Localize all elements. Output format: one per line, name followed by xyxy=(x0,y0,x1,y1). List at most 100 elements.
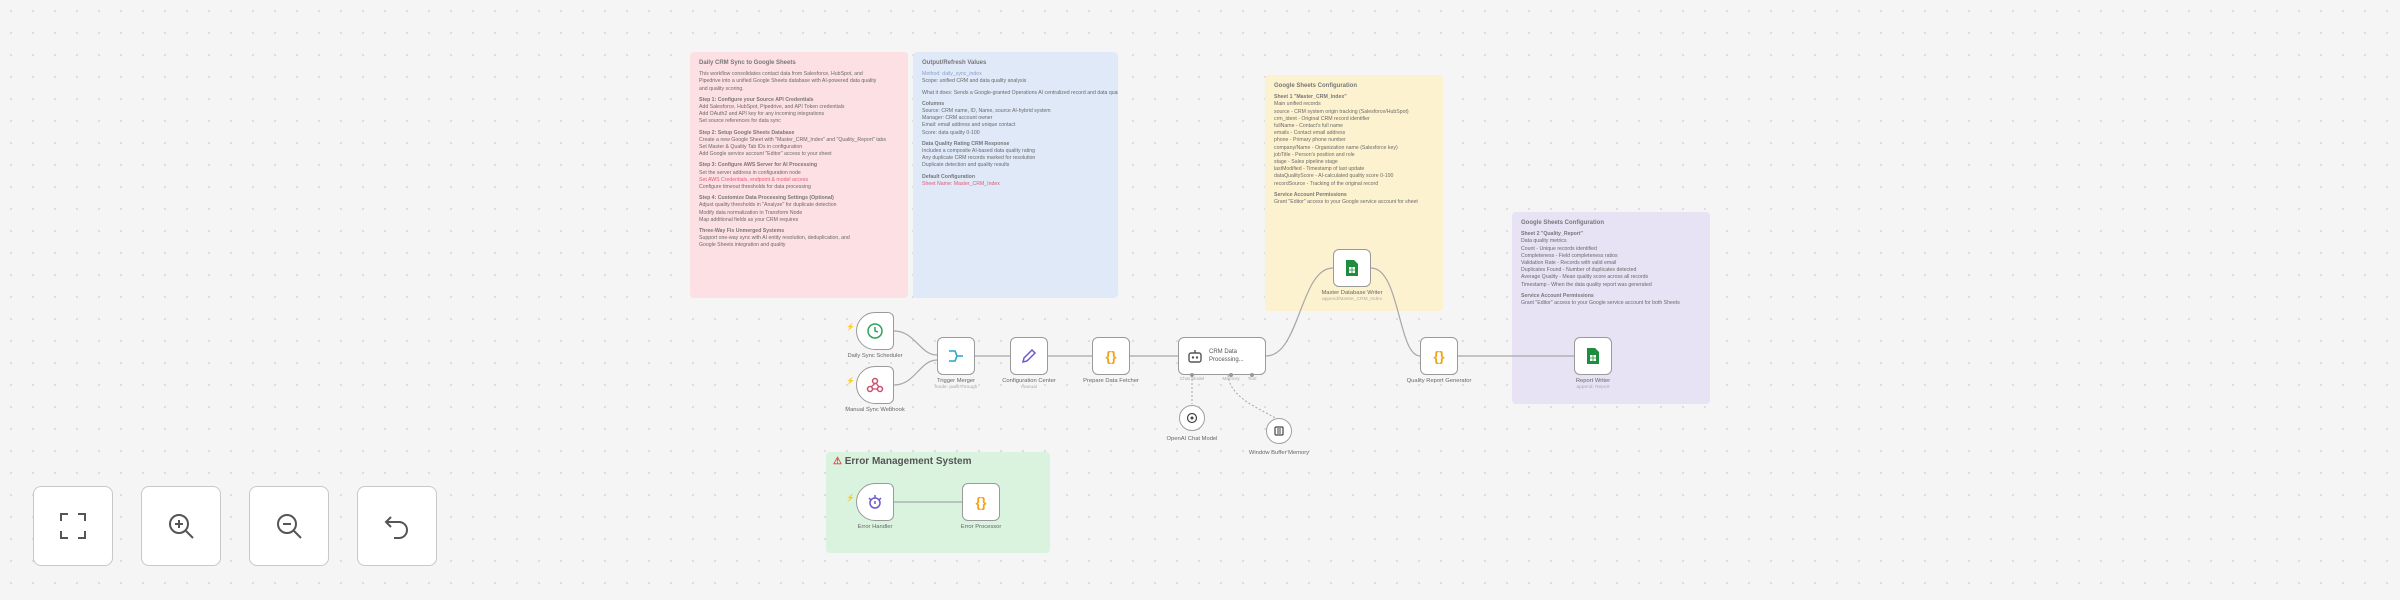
crm-agent-label: CRM Data xyxy=(1209,349,1238,355)
output-section-title: Columns xyxy=(922,100,945,107)
report-writer-label: Report Writer xyxy=(1575,378,1611,384)
quality-item: Timestamp - When the data quality report… xyxy=(1521,281,1652,288)
master-database-writer-label: Master Database Writer xyxy=(1321,290,1383,296)
master-item: lastModified - Timestamp of last update xyxy=(1274,166,1365,173)
master-item: jobTitle - Person's position and role xyxy=(1274,151,1355,158)
google-sheets-icon xyxy=(1587,348,1599,364)
error-icon: ⚠ xyxy=(833,456,842,467)
trigger-merger-sub: mode: passThrough xyxy=(934,385,978,390)
master-item: emails - Contact email address xyxy=(1274,130,1346,137)
quality-item: Completeness - Field completeness ratios xyxy=(1521,252,1618,259)
configuration-center-label: Configuration Center xyxy=(1002,378,1056,384)
overview-line: This workflow consolidates contact data … xyxy=(699,71,863,78)
quality-note-title: Google Sheets Configuration xyxy=(1521,220,1605,226)
quality-item: Average Quality - Mean quality score acr… xyxy=(1521,274,1649,281)
master-note-title: Google Sheets Configuration xyxy=(1274,83,1358,89)
window-buffer-memory-node[interactable] xyxy=(1266,418,1292,444)
agent-memory-port-label: Memory xyxy=(1222,377,1240,382)
error-handler-label: Error Handler xyxy=(857,524,893,530)
error-processor-node[interactable]: {} xyxy=(962,483,1000,521)
zoom-in-button[interactable] xyxy=(141,486,221,566)
error-processor-label: Error Processor xyxy=(960,524,1002,530)
output-line: Scope: unified CRM and data quality anal… xyxy=(922,78,1027,85)
configuration-center-sub: manual xyxy=(1021,385,1037,390)
overview-section-title: Step 3: Configure AWS Server for AI Proc… xyxy=(699,162,818,169)
openai-chat-model-node[interactable] xyxy=(1179,405,1205,431)
quality-sheet-sub: Data quality metrics xyxy=(1521,238,1567,245)
error-group-title: ⚠ Error Management System xyxy=(833,456,971,467)
trigger-merger-node[interactable] xyxy=(937,337,975,375)
output-paragraph: What it does: Sends a Google-granted Ope… xyxy=(922,89,1118,96)
trigger-merger-label: Trigger Merger xyxy=(936,378,976,384)
configuration-center-node[interactable] xyxy=(1010,337,1048,375)
overview-section-title: Step 2: Setup Google Sheets Database xyxy=(699,129,795,136)
quality-footer-text: Grant "Editor" access to your Google ser… xyxy=(1521,300,1680,307)
manual-sync-webhook-label: Manual Sync Webhook xyxy=(845,407,905,413)
error-handler-node[interactable] xyxy=(856,483,894,521)
quality-footer-title: Service Account Permissions xyxy=(1521,292,1594,299)
trigger-bolt-icon: ⚡ xyxy=(846,378,855,385)
overview-item: Set AWS Credentials, endpoint & model ac… xyxy=(699,176,809,183)
connection-line xyxy=(893,330,938,356)
crm-data-processing-agent-node[interactable]: CRM Data Processing... xyxy=(1178,337,1266,375)
fit-view-button[interactable] xyxy=(33,486,113,566)
code-braces-icon: {} xyxy=(1433,348,1445,364)
report-writer-node[interactable] xyxy=(1574,337,1612,375)
connection-line xyxy=(1227,374,1279,421)
master-database-writer-node[interactable] xyxy=(1333,249,1371,287)
master-item: stage - Sales pipeline stage xyxy=(1274,159,1338,166)
connection-line xyxy=(1370,267,1421,357)
overview-sticky-note[interactable]: Daily CRM Sync to Google Sheets This wor… xyxy=(690,52,908,298)
openai-chat-model-label: OpenAI Chat Model xyxy=(1166,436,1218,442)
master-item: recordSource - Tracking of the original … xyxy=(1274,180,1379,187)
overview-item: Adjust quality thresholds in "Analyze" f… xyxy=(699,202,837,209)
output-item: Source: CRM name, ID, Name, source AI-hy… xyxy=(922,108,1051,115)
output-item: Duplicate detection and quality results xyxy=(922,162,1010,169)
master-sheet-sub: Main unified records xyxy=(1274,101,1321,108)
overview-item: Add Google service account "Editor" acce… xyxy=(699,151,832,158)
overview-section-title: Step 1: Configure your Source API Creden… xyxy=(699,96,814,103)
quality-sheet-name: Sheet 2 "Quality_Report" xyxy=(1521,231,1583,238)
code-braces-icon: {} xyxy=(1105,348,1117,364)
master-item: fullName - Contact's full name xyxy=(1274,123,1344,130)
trigger-bolt-icon: ⚡ xyxy=(846,324,855,331)
master-item: source - CRM system origin tracking (Sal… xyxy=(1274,108,1409,115)
master-footer-text: Grant "Editor" access to your Google ser… xyxy=(1274,199,1418,206)
output-line: Method: daily_sync_index xyxy=(922,71,982,78)
zoom-out-button[interactable] xyxy=(249,486,329,566)
agent-memory-port[interactable] xyxy=(1229,373,1233,377)
agent-tool-port[interactable] xyxy=(1250,373,1254,377)
zoom-in-icon xyxy=(169,514,194,539)
code-braces-icon: {} xyxy=(975,494,987,510)
quality-report-generator-node[interactable]: {} xyxy=(1420,337,1458,375)
merge-icon xyxy=(949,350,963,362)
overview-item: Google Sheets integration and quality xyxy=(699,242,786,249)
output-note-title: Output/Refresh Values xyxy=(922,60,987,66)
output-sticky-note[interactable]: Output/Refresh Values Method: daily_sync… xyxy=(913,52,1118,298)
overview-item: Add Salesforce, HubSpot, Pipedrive, and … xyxy=(699,104,845,111)
error-trigger-icon xyxy=(868,495,882,509)
manual-sync-webhook-node[interactable] xyxy=(856,366,894,404)
master-item: dataQualityScore - AI-calculated quality… xyxy=(1274,173,1394,180)
daily-sync-scheduler-node[interactable] xyxy=(856,312,894,350)
overview-item: Configure timeout thresholds for data pr… xyxy=(699,184,811,191)
master-database-writer-sub: append/Master_CRM_Index xyxy=(1322,297,1382,302)
output-item: Score: data quality 0-100 xyxy=(922,129,980,136)
daily-sync-scheduler-label: Daily Sync Scheduler xyxy=(847,353,903,359)
prepare-data-fetcher-node[interactable]: {} xyxy=(1092,337,1130,375)
master-item: company/Name - Organization name (Salesf… xyxy=(1274,144,1398,151)
webhook-icon xyxy=(866,377,884,393)
crm-agent-label-2: Processing... xyxy=(1209,357,1244,363)
overview-item: Add OAuth2 and API key for any incoming … xyxy=(699,111,825,118)
agent-chat-model-port[interactable] xyxy=(1190,373,1194,377)
reset-zoom-button[interactable] xyxy=(357,486,437,566)
overview-item: Set the server address in configuration … xyxy=(699,169,801,176)
fullscreen-icon xyxy=(60,513,86,539)
overview-item: Set Master & Quality Tab IDs in configur… xyxy=(699,144,803,151)
agent-chat-model-port-label: Chat Model xyxy=(1179,377,1205,382)
window-buffer-memory-label: Window Buffer Memory xyxy=(1248,450,1310,456)
master-item: crm_ident - Original CRM record identifi… xyxy=(1274,115,1370,122)
openai-icon xyxy=(1186,412,1198,424)
overview-note-title: Daily CRM Sync to Google Sheets xyxy=(699,60,796,66)
